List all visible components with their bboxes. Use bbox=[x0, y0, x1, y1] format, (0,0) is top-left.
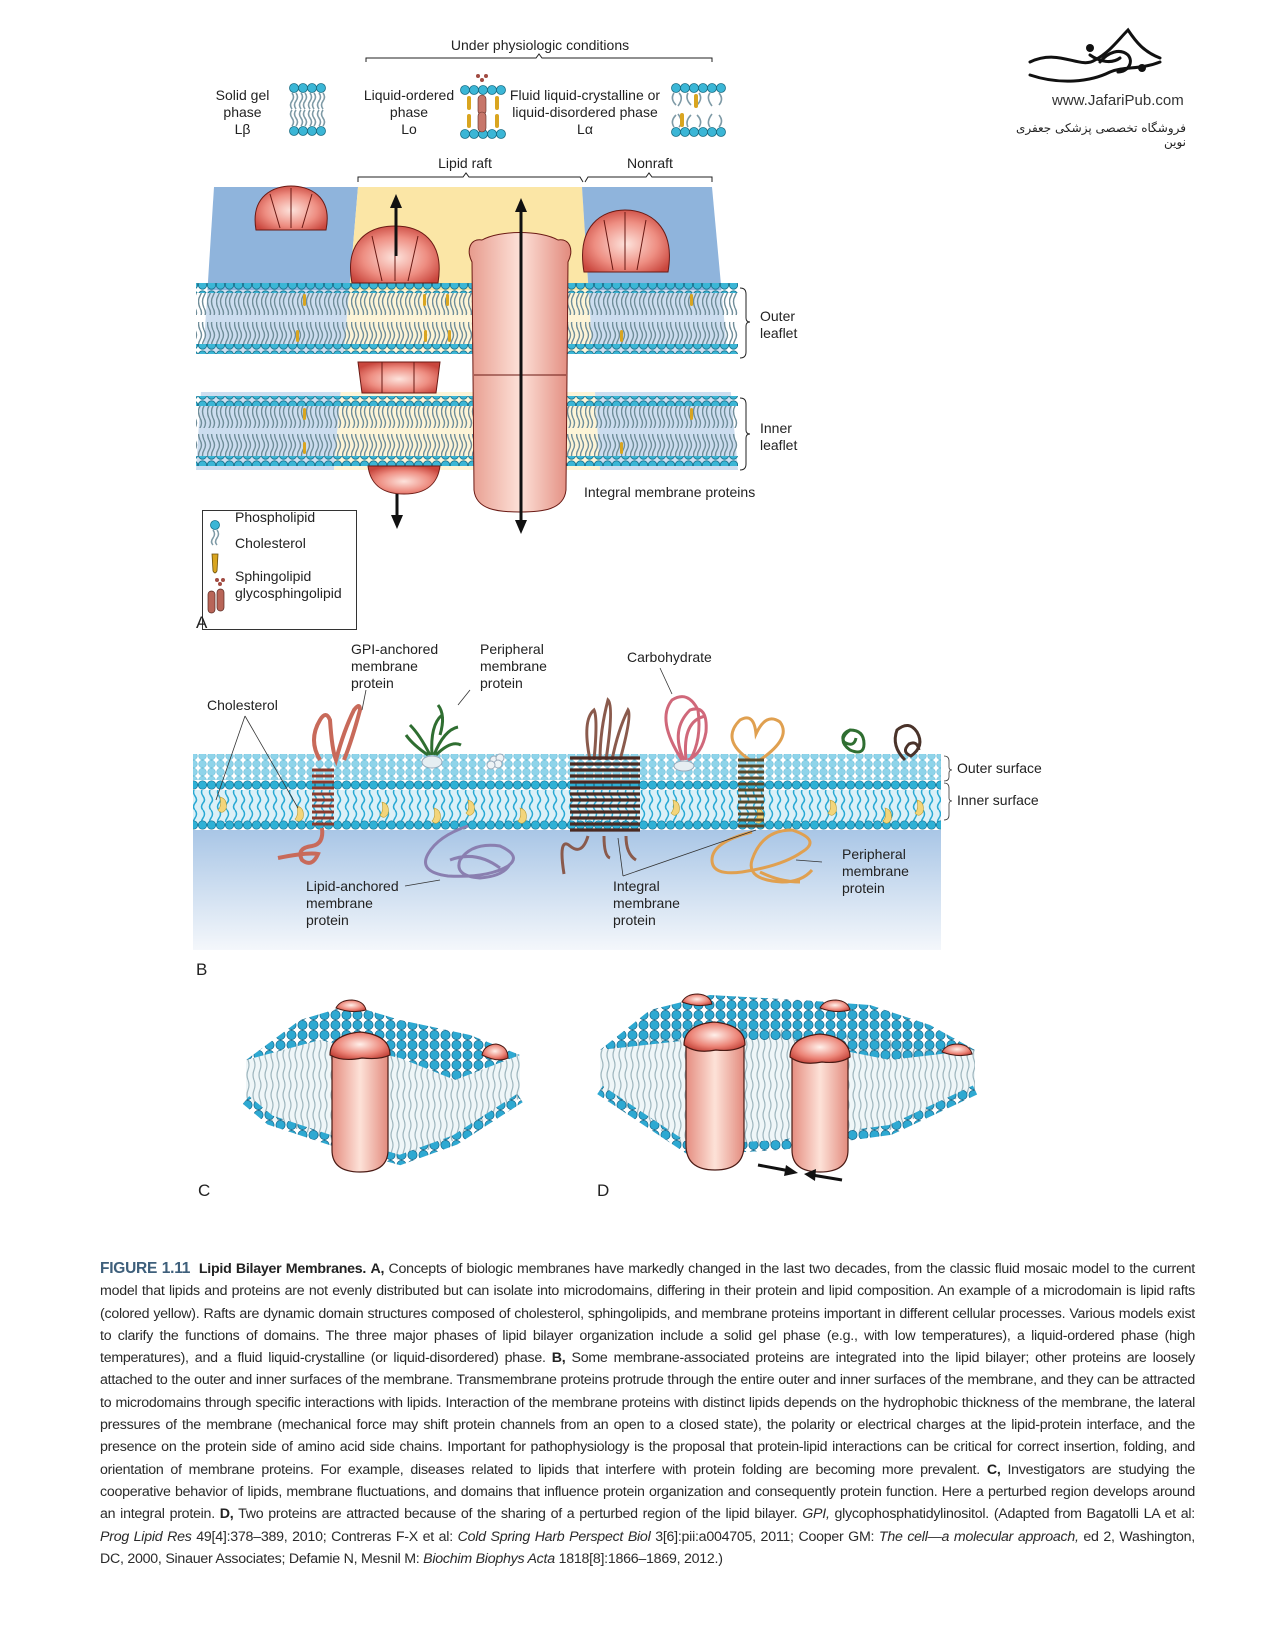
integral-protein-orange bbox=[710, 716, 814, 884]
legend-cholesterol: Cholesterol bbox=[235, 535, 306, 551]
reference-3-details: ed 2, Washington, DC, 2000, Sinauer Asso… bbox=[100, 1528, 1195, 1567]
nonraft-label: Nonraft bbox=[627, 155, 673, 171]
gpi-anchored-label: GPI-anchored membrane protein bbox=[351, 641, 439, 691]
caption-text-d: Two proteins are attracted because of th… bbox=[238, 1506, 798, 1523]
reference-1-details: 49[4]:378–389, 2010; Contreras F-X et al… bbox=[196, 1528, 453, 1545]
caption-text-c: Investigators are studying the cooperati… bbox=[100, 1461, 1195, 1523]
integral-protein-multipass bbox=[560, 697, 640, 875]
caption-marker-c: C, bbox=[986, 1461, 1001, 1478]
outer-surface-label: Outer surface bbox=[957, 760, 1042, 776]
phase-solid-gel: Solid gel phase Lβ bbox=[215, 87, 270, 137]
peripheral-protein-inner bbox=[367, 465, 441, 495]
panel-b-leader-lines bbox=[215, 667, 953, 887]
inner-leaflet-top bbox=[196, 396, 738, 428]
peripheral-protein-brown-globule bbox=[893, 724, 922, 762]
leaflet-braces bbox=[739, 287, 751, 471]
reference-1-journal: Prog Lipid Res bbox=[100, 1528, 192, 1545]
sphingolipid-icon bbox=[207, 578, 225, 614]
cholesterol-droplets bbox=[217, 796, 924, 824]
caption-text-b: Some membrane-associated proteins are in… bbox=[100, 1350, 1195, 1478]
inner-leaflet-bottom bbox=[196, 434, 738, 466]
reference-4-details: 1818[8]:1866–1869, 2012.) bbox=[558, 1550, 723, 1567]
legend-icons bbox=[207, 520, 225, 614]
inner-leaflet-label: Inner leaflet bbox=[760, 420, 798, 453]
outer-leaflet-label: Outer leaflet bbox=[760, 308, 798, 341]
caption-text-a: Concepts of biologic membranes have mark… bbox=[100, 1261, 1195, 1367]
peripheral-protein-bottom-label: Peripheral membrane protein bbox=[842, 846, 909, 896]
lipid-anchored-label: Lipid-anchored membrane protein bbox=[306, 878, 399, 928]
physiologic-header: Under physiologic conditions bbox=[450, 37, 630, 53]
legend: Phospholipid Cholesterol Sphingolipid gl… bbox=[202, 509, 357, 630]
integral-membrane-proteins-label: Integral membrane proteins bbox=[584, 484, 756, 500]
carbohydrate-protein bbox=[664, 695, 708, 772]
publisher-tagline: فروشگاه تخصصی پزشکی جعفری نوین bbox=[1015, 121, 1186, 149]
caption-marker-a: A, bbox=[370, 1261, 385, 1277]
cytoplasm-background bbox=[193, 830, 941, 950]
liquid-disordered-bilayer-icon bbox=[671, 83, 726, 137]
figure-title: Lipid Bilayer Membranes. bbox=[198, 1261, 367, 1277]
figure-number: FIGURE 1.11 bbox=[100, 1260, 191, 1277]
panel-c-perturbed-membrane bbox=[242, 999, 523, 1173]
panel-a-letter: A bbox=[196, 613, 208, 632]
gpi-definition: glycophosphatidylinositol. (Adapted from… bbox=[834, 1506, 1196, 1523]
legend-sphingolipid: Sphingolipid glycosphingolipid bbox=[235, 568, 342, 601]
outer-leaflet-top bbox=[196, 283, 738, 315]
intermediate-protein-between-leaflets bbox=[357, 361, 441, 394]
phospholipid-icon bbox=[210, 520, 220, 546]
panel-d-letter: D bbox=[597, 1181, 610, 1200]
glycolipid-flower bbox=[486, 753, 505, 770]
peripheral-protein-nonraft-left bbox=[254, 185, 328, 231]
peripheral-protein-green-globule bbox=[841, 728, 866, 754]
gpi-anchored-protein bbox=[277, 704, 363, 865]
liquid-ordered-bilayer-icon bbox=[460, 74, 506, 139]
peripheral-protein-nonraft-right bbox=[582, 209, 670, 273]
reference-2-details: 3[6]:pii:a004705, 2011; Cooper GM: bbox=[655, 1528, 875, 1545]
peripheral-protein-top-label: Peripheral membrane protein bbox=[480, 641, 547, 691]
peripheral-protein-green bbox=[404, 704, 462, 769]
reference-2-journal: Cold Spring Harb Perspect Biol bbox=[457, 1528, 651, 1545]
cholesterol-icon bbox=[211, 553, 219, 574]
carbohydrate-label: Carbohydrate bbox=[627, 649, 712, 665]
lipid-raft-label: Lipid raft bbox=[438, 155, 492, 171]
inner-surface-label: Inner surface bbox=[957, 792, 1039, 808]
gpi-abbreviation: GPI, bbox=[802, 1506, 830, 1523]
integral-protein-label: Integral membrane protein bbox=[613, 878, 680, 928]
panel-b-letter: B bbox=[196, 960, 208, 979]
outer-leaflet-bottom bbox=[196, 322, 738, 354]
legend-phospholipid: Phospholipid bbox=[235, 509, 316, 525]
lipid-anchored-protein bbox=[424, 824, 515, 880]
phase-liquid-ordered: Liquid-ordered phase Lo bbox=[363, 87, 455, 137]
panel-d-shared-perturbation bbox=[597, 993, 978, 1182]
publisher-url[interactable]: www.JafariPub.com bbox=[1052, 92, 1184, 109]
solid-gel-bilayer-icon bbox=[289, 83, 326, 136]
attraction-arrows bbox=[757, 1163, 843, 1182]
reference-3-title: The cell—a molecular approach, bbox=[878, 1528, 1079, 1545]
figure-caption: FIGURE 1.11 Lipid Bilayer Membranes. A, … bbox=[100, 1258, 1195, 1570]
caption-marker-b: B, bbox=[551, 1350, 566, 1367]
arrows bbox=[390, 194, 527, 534]
caption-marker-d: D, bbox=[219, 1506, 234, 1523]
panel-c-letter: C bbox=[198, 1181, 211, 1200]
phase-liquid-disordered: Fluid liquid-crystalline or liquid-disor… bbox=[509, 87, 661, 137]
cholesterol-label: Cholesterol bbox=[207, 697, 278, 713]
reference-4-journal: Biochim Biophys Acta bbox=[423, 1550, 555, 1567]
